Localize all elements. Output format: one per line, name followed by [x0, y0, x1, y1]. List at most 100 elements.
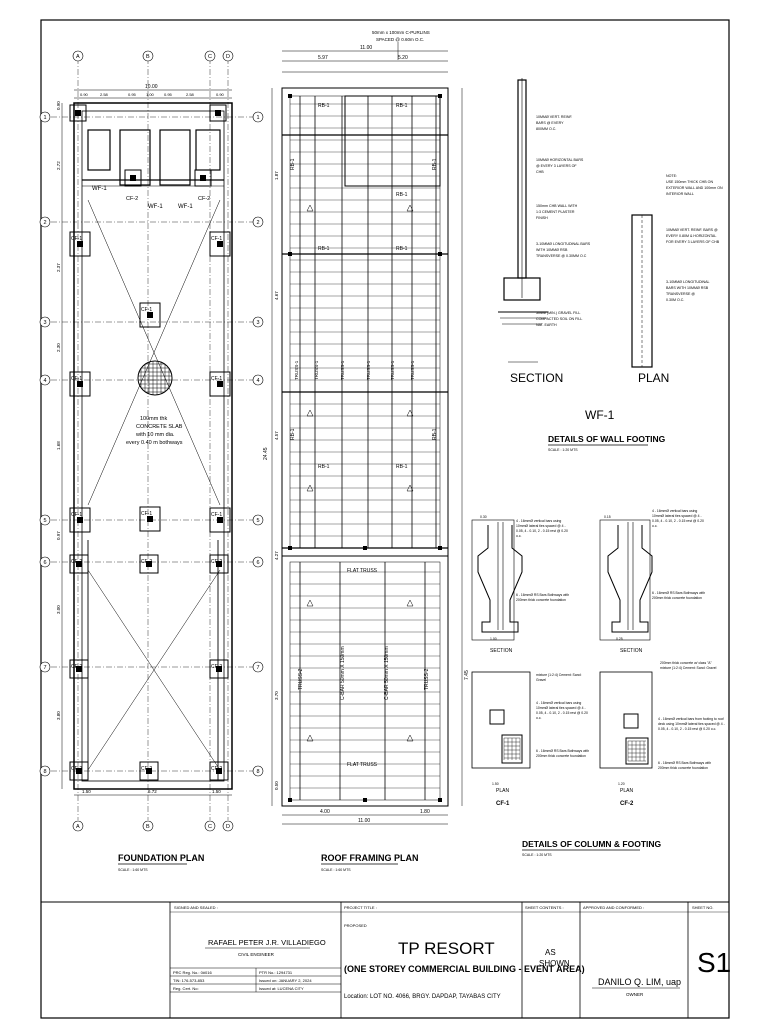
- grid-bubble: [39, 316, 51, 328]
- cf1-section-footing: [477, 525, 523, 633]
- grid-bubble: [39, 556, 51, 568]
- grid-bubble: [252, 111, 264, 123]
- column-footing: [194, 169, 212, 187]
- grid-number: 2: [44, 220, 47, 226]
- grid-bubble: [39, 216, 51, 228]
- cf-note: 0.05, 4 - 0.10, 2 - 0.15 rest @ 0.20: [536, 711, 588, 715]
- grid-letter: C: [208, 824, 212, 830]
- left-dimension: 2.37: [56, 263, 61, 272]
- grid-bubble: [252, 514, 264, 526]
- beam-label: RB-1: [290, 428, 296, 440]
- beam-label: RB-1: [432, 158, 438, 170]
- project-desc: (ONE STOREY COMMERCIAL BUILDING - EVENT …: [344, 964, 585, 974]
- prc-number: PRC Reg. No.: 0#016: [173, 970, 212, 975]
- issued-at: Issued at: LUCENA CITY: [259, 986, 304, 991]
- grid-bubble: [39, 514, 51, 526]
- column-footing: [69, 104, 87, 122]
- cf-dimension: 0.25: [616, 637, 623, 641]
- column: [75, 110, 81, 116]
- grid-number: 7: [257, 665, 260, 671]
- cf1-plan-box: [471, 671, 531, 769]
- column-footing: [209, 761, 229, 781]
- grid-number: 5: [44, 518, 47, 524]
- cf2-plan-column: [623, 713, 639, 729]
- cf2-plan-label: PLAN: [620, 788, 633, 794]
- wf-section-note: FINISH: [536, 216, 548, 220]
- left-dimension: 2.72: [56, 161, 61, 170]
- column: [130, 175, 136, 181]
- column-footing: [209, 554, 229, 574]
- left-dimension: 3.00: [56, 605, 61, 614]
- beam-label: RB-1: [396, 103, 408, 109]
- cf-note: 10mmØ lateral ties spaced @ 4 -: [536, 706, 586, 710]
- roof-top-dimension: 11.00: [360, 45, 372, 51]
- truss2-label: TRUSS-2: [298, 668, 304, 690]
- roof-column: [288, 252, 292, 256]
- column: [216, 768, 222, 774]
- grid-number: 2: [257, 220, 260, 226]
- roof-upper-outline: [281, 87, 449, 557]
- left-dimension: 1.68: [56, 441, 61, 450]
- grid-letter: C: [208, 54, 212, 60]
- cf-note: 200mm thick concrete foundation: [652, 596, 702, 600]
- foundation-room: [195, 129, 221, 171]
- footing-label: CF-1: [211, 376, 222, 382]
- column: [76, 768, 82, 774]
- sheet-contents-as: AS: [545, 948, 556, 957]
- cf-note: 4 - 16mmØ vertical bars using: [652, 509, 697, 513]
- column-footing-details: SECTION SECTION PLAN CF-1 PLAN CF-2 4 - …: [471, 509, 725, 857]
- beam-label: RB-1: [396, 192, 408, 198]
- cf2-plan-box: [599, 671, 653, 769]
- cf-dimension: 1.20: [618, 782, 625, 786]
- slope-arrow: [406, 734, 414, 742]
- issued-date: Issued on: JANUARY 2, 2024: [259, 978, 312, 983]
- footing-label: CF-1: [71, 376, 82, 382]
- grid-bubble: [252, 765, 264, 777]
- wf-section-note: WITH 10MMØ RSB: [536, 248, 568, 252]
- slope-arrow: [306, 599, 314, 607]
- owner-role: OWNER: [626, 992, 644, 997]
- title-block-frame: [41, 901, 729, 1018]
- cf-note: deck using 10mmØ lateral ties spaced @ 4…: [658, 722, 725, 726]
- column-footing: [139, 506, 161, 532]
- roof-column: [438, 94, 442, 98]
- cf-note: o.c.: [516, 534, 522, 538]
- cf1-name: CF-1: [496, 801, 510, 807]
- roof-sub-dimension: 5.97: [318, 55, 328, 61]
- title-block: SIGNED AND SEALED : RAFAEL PETER J.R. VI…: [173, 905, 731, 1000]
- signed-label: SIGNED AND SEALED :: [174, 905, 218, 910]
- slope-arrow: [306, 734, 314, 742]
- grid-number: 1: [257, 115, 260, 121]
- wf-section-note: COMPACTED SOIL ON FILL: [536, 317, 582, 321]
- sub-dimension: 2.58: [186, 92, 195, 97]
- top-dimension: 10.00: [145, 84, 158, 90]
- cf-note: 4 - 16mmØ vertical bars from footing to …: [658, 717, 724, 721]
- truss2-label: TRUSS-2: [424, 668, 430, 690]
- cf1-section-box: [471, 519, 515, 641]
- sheet-no-label: SHEET NO.: [692, 905, 714, 910]
- cf2-section-label: SECTION: [620, 648, 643, 654]
- roof-left-dimension: 4.27: [274, 551, 279, 560]
- cf-note: o.c.: [652, 524, 658, 528]
- wf-section-note: @ EVERY 3 LAYERS OF: [536, 164, 577, 168]
- cf2-section-box: [599, 519, 651, 641]
- column-footing: [69, 371, 91, 397]
- grid-number: 3: [44, 320, 47, 326]
- sub-dimension: 0.90: [80, 92, 89, 97]
- slab-circle: [137, 360, 173, 396]
- flat-truss-label: FLAT TRUSS: [347, 762, 378, 768]
- cf-note: 200mm thick concrete foundation: [516, 598, 566, 602]
- beam-label: RB-1: [396, 464, 408, 470]
- column: [77, 517, 83, 523]
- roof-opening: [344, 95, 441, 187]
- grid-bubble: [39, 374, 51, 386]
- wf-section-note: TRANSVERSE @ 0.30MM O.C: [536, 254, 587, 258]
- ptr-number: PTR No.: 1294731: [259, 970, 293, 975]
- slope-arrow: [406, 409, 414, 417]
- truss-label: TRUSS-1: [340, 360, 345, 380]
- grid-number: 8: [44, 769, 47, 775]
- sub-dimension: 1.00: [146, 92, 155, 97]
- wf-section-note: CHB: [536, 170, 544, 174]
- cf-note: 200mm thick concrete foundation: [658, 766, 708, 770]
- sheet-contents-label: SHEET CONTENTS :: [525, 905, 564, 910]
